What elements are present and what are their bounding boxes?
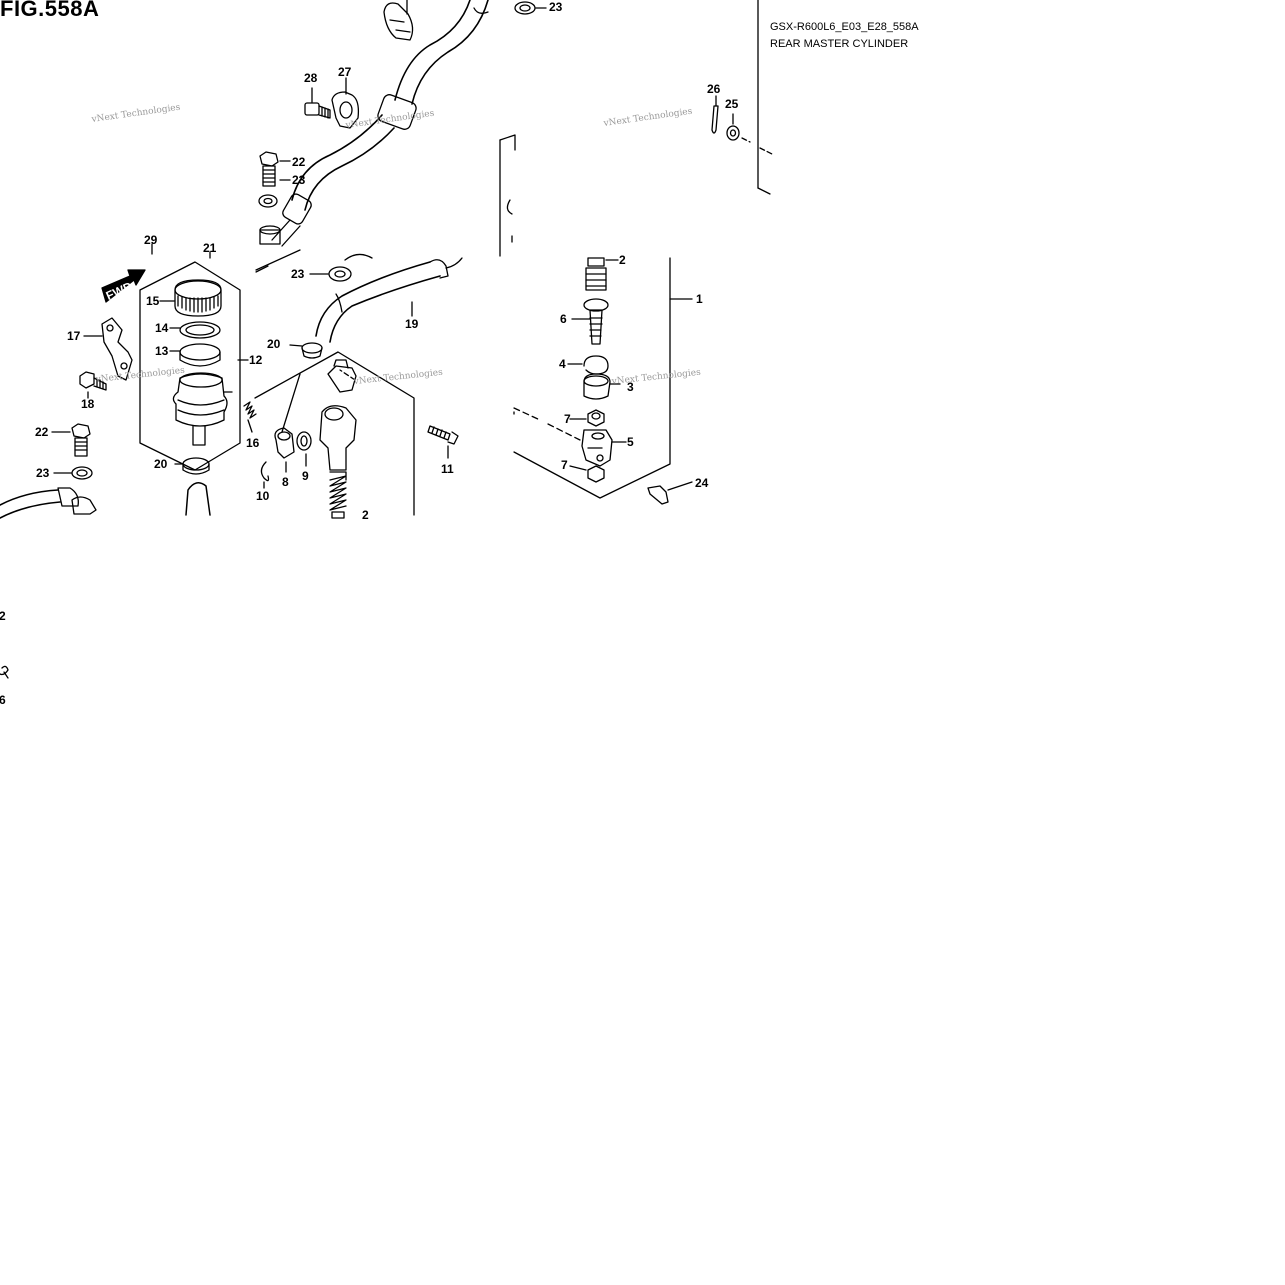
callout-label: 6 xyxy=(560,312,567,326)
washer-23-upper xyxy=(258,179,291,208)
callout-label: 1 xyxy=(696,292,703,306)
master-cylinder-body xyxy=(319,359,357,519)
circlip-10 xyxy=(260,461,270,489)
callout-label: 26 xyxy=(707,82,721,96)
circlip-4 xyxy=(567,355,609,375)
forward-arrow-label: FWD xyxy=(104,279,135,303)
callout-label: 20 xyxy=(154,457,168,471)
reservoir-hose-stub xyxy=(185,482,211,516)
watermarks: vNext Technologies vNext Technologies vN… xyxy=(90,103,702,388)
callout-label: 4 xyxy=(559,357,566,371)
callout-label: 29 xyxy=(144,233,158,247)
figure-code: GSX-R600L6_E03_E28_558A xyxy=(770,21,919,33)
hose-clamp-27 xyxy=(331,77,360,129)
bolt-22-lower xyxy=(51,423,91,457)
callout-label: 2 xyxy=(0,609,6,623)
upper-brake-hose xyxy=(271,0,489,247)
callout-label: 13 xyxy=(155,344,169,358)
callout-label: 14 xyxy=(155,321,169,335)
callout-label: 28 xyxy=(304,71,318,85)
callout-label: 19 xyxy=(405,317,419,331)
reservoir-assembly-box xyxy=(139,243,241,471)
spring-16 xyxy=(243,401,257,433)
callout-label: 7 xyxy=(564,412,571,426)
callout-label: 20 xyxy=(267,337,281,351)
callout-label: 12 xyxy=(249,353,263,367)
clevis-pin-24 xyxy=(647,481,693,505)
diaphragm-13 xyxy=(169,343,221,367)
washer-25 xyxy=(726,113,773,155)
frame-border-tail xyxy=(757,187,771,195)
watermark: vNext Technologies xyxy=(610,368,701,387)
callout-label: 2 xyxy=(619,253,626,267)
hose-19 xyxy=(315,257,463,343)
forward-arrow xyxy=(101,269,146,303)
hose-clip-20-lower xyxy=(174,457,210,475)
washer-23-middle xyxy=(309,266,352,282)
callout-label: 8 xyxy=(282,475,289,489)
bolt-28 xyxy=(304,87,331,119)
callout-label: 22 xyxy=(35,425,49,439)
callout-numbers: 23 28 27 26 25 22 23 29 21 23 2 1 15 19 … xyxy=(0,0,739,707)
cotter-pin-26 xyxy=(711,95,719,134)
union-bolt-sleeve xyxy=(259,225,281,245)
reservoir-cap-15 xyxy=(159,279,222,317)
callout-label: 10 xyxy=(256,489,270,503)
cropped-detail-box xyxy=(499,134,516,257)
callout-label: 2 xyxy=(362,508,369,522)
callout-label: 11 xyxy=(441,462,454,476)
reservoir-tank-12 xyxy=(172,359,249,446)
clevis-5 xyxy=(581,429,627,467)
watermark: vNext Technologies xyxy=(602,107,693,130)
hose-clamp-top xyxy=(383,0,414,41)
pushrod-6 xyxy=(571,298,609,345)
callout-label: 7 xyxy=(561,458,568,472)
washer-23-top xyxy=(514,1,547,15)
watermark: vNext Technologies xyxy=(352,368,443,387)
callout-label: 18 xyxy=(81,397,95,411)
hose-clip-20-middle xyxy=(289,342,323,359)
bolt-22-upper xyxy=(259,151,291,187)
callout-label: 3 xyxy=(627,380,634,394)
callout-label: 16 xyxy=(246,436,260,450)
screw-11 xyxy=(427,425,459,459)
callout-label: 15 xyxy=(146,294,160,308)
callout-label: 23 xyxy=(292,173,306,187)
piston-2 xyxy=(585,257,619,291)
pushrod-assembly-box xyxy=(513,257,693,499)
callout-label: 23 xyxy=(291,267,305,281)
plate-14 xyxy=(169,321,221,339)
o-ring-9 xyxy=(296,431,312,467)
bracket-17 xyxy=(83,317,133,381)
watermark: vNext Technologies xyxy=(90,103,181,126)
callout-label: 27 xyxy=(338,65,352,79)
washer-23-lower xyxy=(53,466,93,480)
callout-label: 22 xyxy=(292,155,306,169)
callout-label: 6 xyxy=(0,693,6,707)
watermark: vNext Technologies xyxy=(344,109,435,132)
callout-label: 25 xyxy=(725,97,739,111)
boot-3 xyxy=(583,373,621,400)
nut-7-upper xyxy=(569,409,605,427)
callout-label: 17 xyxy=(67,329,81,343)
master-cylinder-box xyxy=(254,249,415,516)
lower-brake-hose xyxy=(0,487,97,519)
nut-7-lower xyxy=(569,465,605,483)
callout-label: 5 xyxy=(627,435,634,449)
callout-label: 9 xyxy=(302,469,309,483)
hose-connector-8 xyxy=(274,427,295,473)
bolt-18 xyxy=(79,371,107,399)
cropped-left-fragments xyxy=(0,665,9,679)
figure-name: REAR MASTER CYLINDER xyxy=(770,38,909,50)
callout-label: 23 xyxy=(36,466,50,480)
figure-title: FIG.558A xyxy=(0,0,100,21)
callout-label: 23 xyxy=(549,0,563,14)
callout-label: 21 xyxy=(203,241,217,255)
callout-label: 24 xyxy=(695,476,709,490)
